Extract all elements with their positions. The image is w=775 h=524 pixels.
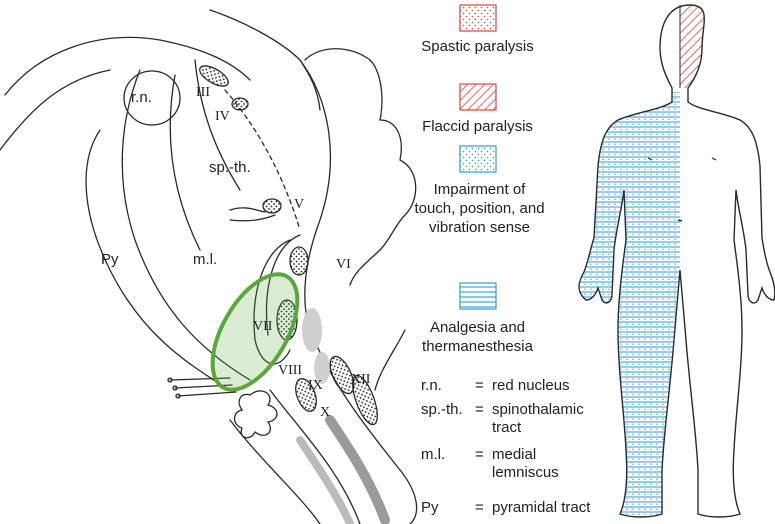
abbr-meaning-line-2: tract — [492, 419, 521, 437]
label-nerve-xii: XII — [351, 372, 371, 387]
legend-flaccid-label: Flaccid paralysis — [405, 117, 550, 136]
label-nerve-viii: VIII — [278, 363, 302, 378]
midbrain-outline — [5, 37, 250, 95]
abbr-meaning-line-2: lemniscus — [492, 464, 559, 482]
abbr-meaning: spinothalamic — [492, 401, 584, 419]
label-medial-lemniscus: m.l. — [193, 251, 217, 268]
medulla-posterior-outline — [375, 330, 405, 390]
swatch-spastic — [460, 5, 496, 31]
trigeminal-nucleus — [263, 199, 281, 213]
abbr-equals: = — [475, 401, 484, 419]
posterior-outline — [300, 60, 417, 524]
inferior-olive — [235, 391, 278, 438]
trigeminal-root-2 — [230, 215, 275, 221]
face-flaccid-region — [680, 0, 710, 88]
abbr-row-ml: m.l. = medial lemniscus — [421, 446, 591, 486]
legend-spastic-label: Spastic paralysis — [405, 37, 550, 56]
label-nerve-x: X — [320, 405, 330, 420]
swatch-touch — [460, 146, 496, 172]
abbr-row-spth: sp.-th. = spinothalamic tract — [421, 401, 591, 441]
label-pyramidal: Py — [101, 251, 119, 268]
label-spinothalamic: sp.-th. — [209, 159, 251, 176]
trigeminal-root — [230, 208, 265, 212]
abbr-equals: = — [475, 377, 484, 395]
label-nerve-ix: IX — [308, 378, 323, 393]
swatch-analgesia — [460, 283, 496, 309]
abbr-equals: = — [475, 446, 484, 464]
abbr-meaning: red nucleus — [492, 377, 570, 395]
label-red-nucleus: r.n. — [131, 89, 152, 106]
label-nerve-iv: IV — [215, 109, 230, 124]
abbr-row-rn: r.n. = red nucleus — [421, 377, 591, 397]
cerebellum-outline — [305, 49, 416, 250]
swatch-flaccid — [460, 84, 496, 110]
rootlet-3 — [178, 392, 236, 396]
trochlear-nucleus — [232, 98, 248, 110]
abbr-key: r.n. — [421, 377, 442, 395]
solitary-column — [300, 440, 350, 524]
navel — [678, 220, 682, 221]
abbr-key: sp.-th. — [421, 401, 463, 419]
right-nipple — [712, 158, 716, 160]
label-nerve-iii: III — [196, 85, 210, 100]
legend-touch-label: Impairment of touch, position, and vibra… — [412, 180, 547, 237]
label-nerve-v: V — [294, 197, 304, 212]
abbr-meaning: pyramidal tract — [492, 499, 590, 517]
abbr-key: Py — [421, 499, 439, 517]
label-nerve-vii: VII — [253, 319, 273, 334]
abducens-nucleus — [290, 247, 308, 275]
abbr-meaning: medial — [492, 446, 536, 464]
label-nerve-vi: VI — [336, 257, 351, 272]
vestibular-nucleus — [302, 308, 322, 352]
medial-lemniscus-line — [170, 75, 200, 250]
tegmentum-outline — [210, 10, 320, 110]
body-figure — [570, 0, 775, 522]
abbr-key: m.l. — [421, 446, 445, 464]
abbr-equals: = — [475, 499, 484, 517]
legend-analgesia-label: Analgesia and thermanesthesia — [405, 318, 550, 356]
abbr-row-py: Py = pyramidal tract — [421, 499, 596, 519]
cerebellum-outline-lower — [350, 250, 380, 285]
